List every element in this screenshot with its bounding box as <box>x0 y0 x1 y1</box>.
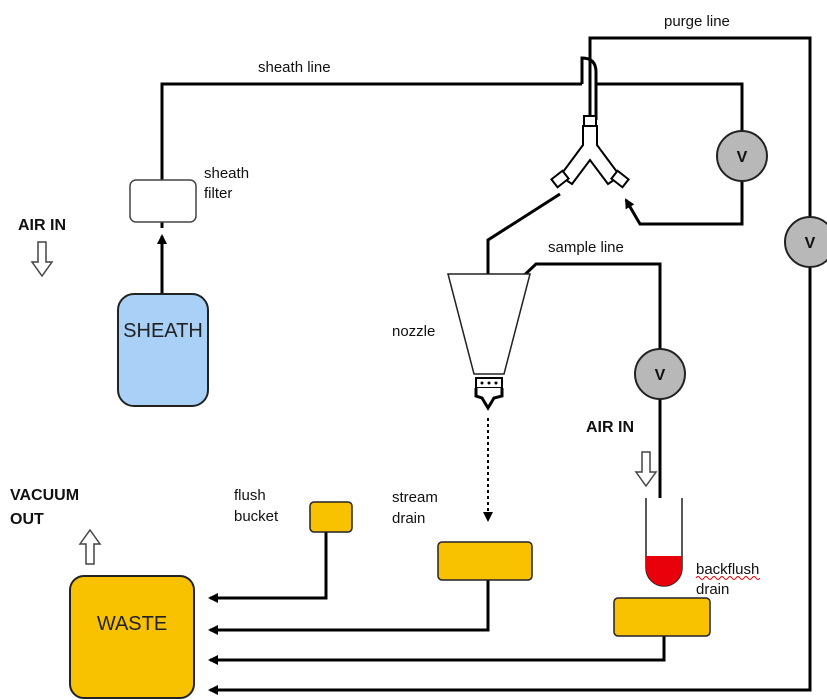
flush-to-waste-line <box>208 532 328 603</box>
sheath-filter <box>129 179 197 223</box>
sheath-valve[interactable]: V <box>716 130 768 182</box>
backflush-drain-label-2: drain <box>696 581 729 598</box>
waste-tank <box>69 575 195 699</box>
purge-line <box>208 36 812 695</box>
sample-valve-label: V <box>655 367 666 384</box>
sample-tube <box>645 498 683 587</box>
air-in-right-arrow <box>634 451 658 488</box>
air-in-left-label: AIR IN <box>18 217 66 234</box>
purge-line-label: purge line <box>664 13 730 30</box>
nozzle-label: nozzle <box>392 323 435 340</box>
sheath-line-label: sheath line <box>258 59 331 76</box>
vacuum-out-arrow <box>78 528 102 565</box>
flush-bucket-label-2: bucket <box>234 508 279 525</box>
sample-line-label: sample line <box>548 239 624 256</box>
sheath-filter-label-2: filter <box>204 185 232 202</box>
stream-drain-label-2: drain <box>392 510 425 527</box>
sheath-valve-circle <box>716 130 768 182</box>
y-fitting <box>550 115 630 189</box>
purge-valve[interactable]: V <box>784 216 827 268</box>
stream-drain-label-1: stream <box>392 489 438 506</box>
backflush-drain-label-1: backflush <box>696 561 759 578</box>
vacuum-out-label-1: VACUUM <box>10 487 79 504</box>
sheath-valve-line <box>596 82 744 226</box>
stream-to-waste-line <box>208 580 490 635</box>
sample-valve-circle <box>634 348 686 400</box>
flush-bucket-label-1: flush <box>234 487 266 504</box>
flush-bucket <box>309 501 353 533</box>
waste-tank-label: WASTE <box>97 613 167 635</box>
nozzle-tip <box>474 377 504 411</box>
stream-drain <box>437 541 533 581</box>
purge-valve-circle <box>784 216 827 268</box>
spellcheck-squiggle <box>695 576 761 580</box>
air-in-left-arrow <box>30 241 54 278</box>
sample-valve[interactable]: V <box>634 348 686 400</box>
sheath-line-crossover <box>580 56 598 120</box>
vacuum-out-label-2: OUT <box>10 511 44 528</box>
sheath-valve-label: V <box>737 149 748 166</box>
backflush-to-waste-line <box>208 636 666 665</box>
sheath-tank <box>117 293 209 407</box>
purge-valve-label: V <box>805 235 816 252</box>
sheath-line <box>160 82 582 228</box>
sheath-tank-label: SHEATH <box>123 320 203 342</box>
sheath-filter-label-1: sheath <box>204 165 249 182</box>
air-in-right-label: AIR IN <box>586 419 634 436</box>
backflush-drain <box>613 597 711 637</box>
nozzle <box>447 273 531 375</box>
